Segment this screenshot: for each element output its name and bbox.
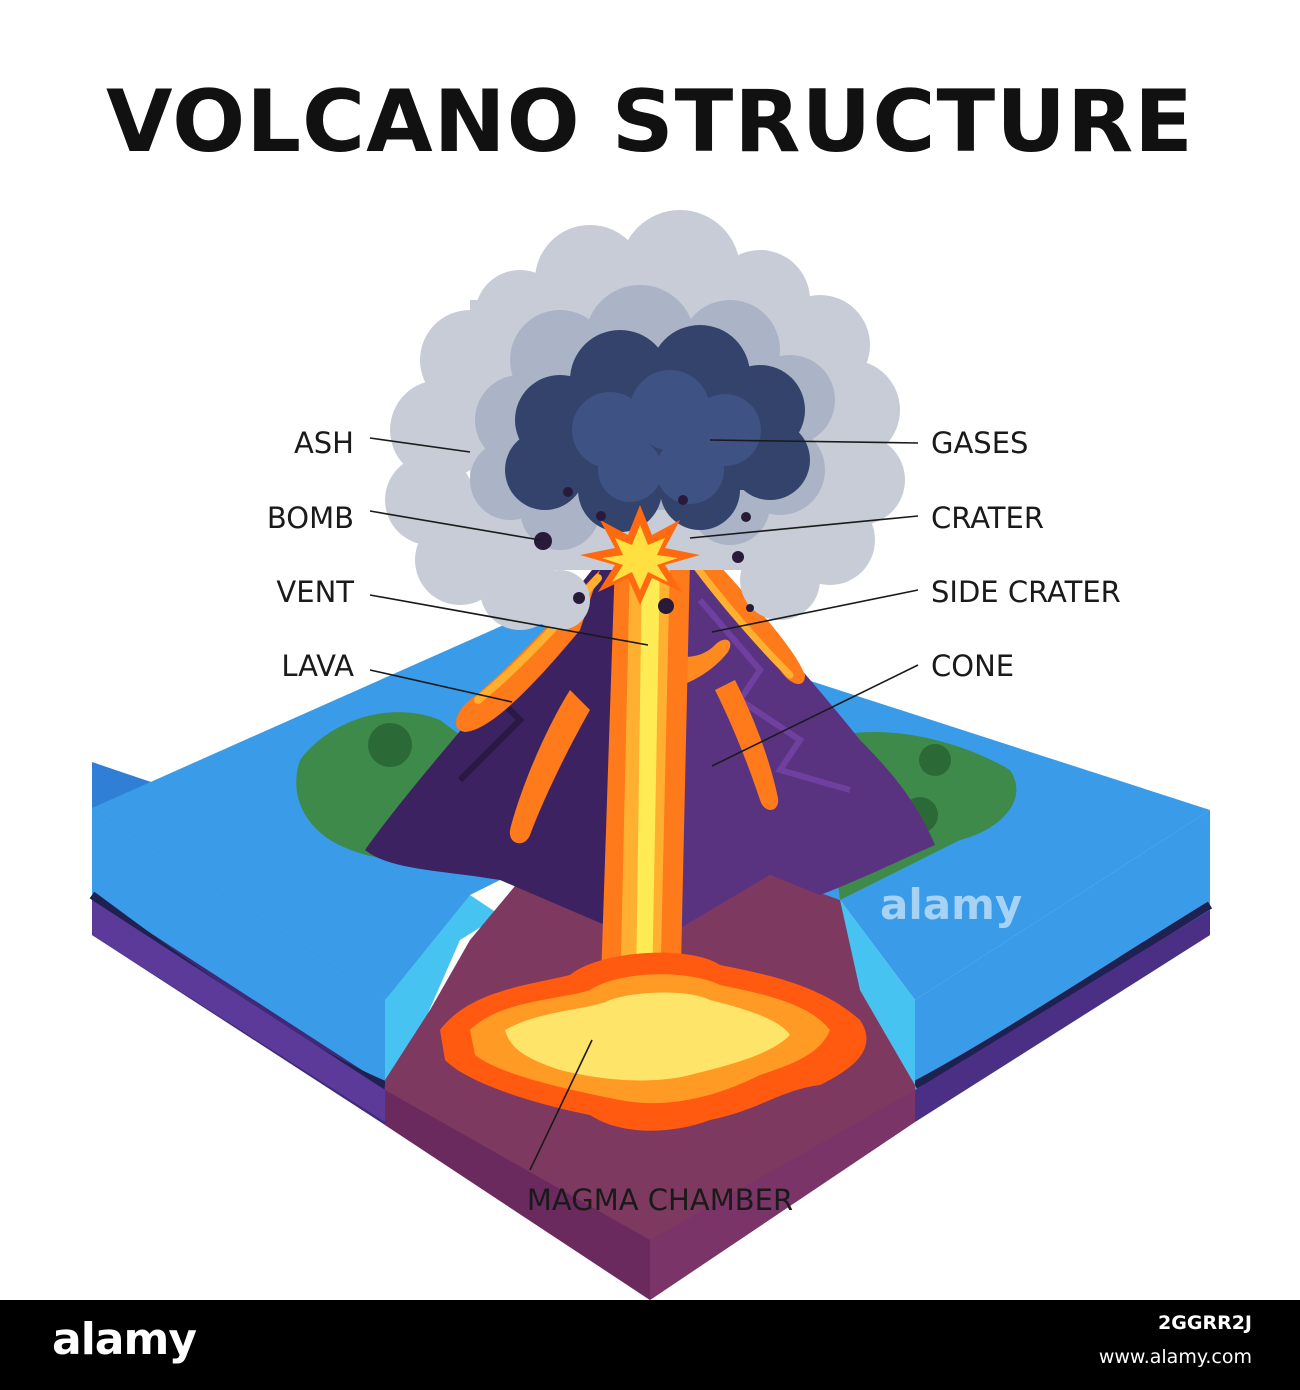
label-side-crater: SIDE CRATER [931, 575, 1121, 609]
label-ash: ASH [294, 426, 354, 460]
label-crater: CRATER [931, 501, 1044, 535]
label-magma-chamber: MAGMA CHAMBER [527, 1183, 793, 1217]
leader-lines [369, 437, 919, 1171]
footer-image-id: 2GGRR2J [1158, 1312, 1252, 1334]
footer-bar: alamy 2GGRR2J www.alamy.com [0, 1300, 1300, 1390]
label-bomb: BOMB [267, 501, 354, 535]
vent-and-magma [440, 560, 867, 1131]
label-cone: CONE [931, 649, 1014, 683]
dark-gas-cloud [505, 325, 810, 532]
left-water-side [92, 808, 385, 1085]
footer-site: www.alamy.com [1098, 1346, 1252, 1368]
label-gases: GASES [931, 426, 1028, 460]
cross-section-right-water [830, 900, 915, 1085]
labels: ASH BOMB VENT LAVA GASES CRATER SIDE CRA… [267, 426, 1121, 1217]
cone-left-flank [365, 560, 640, 940]
lava-flow-right-2 [715, 680, 779, 810]
bomb [534, 532, 552, 550]
lava-flow-right-1 [690, 555, 805, 685]
volcano-cone [365, 560, 935, 940]
label-lava: LAVA [281, 649, 354, 683]
volcanic-bombs [534, 487, 754, 614]
cone-right-flank [660, 560, 935, 940]
crater-burst [580, 505, 700, 605]
label-vent: VENT [276, 575, 354, 609]
lava-flows [455, 555, 805, 844]
page-title: VOLCANO STRUCTURE [106, 72, 1194, 172]
volcano-diagram: ASH BOMB VENT LAVA GASES CRATER SIDE CRA… [89, 210, 1213, 1300]
footer-logo: alamy [52, 1314, 197, 1365]
lava-flow-left-2 [509, 690, 590, 844]
watermark: alamy [880, 880, 1023, 929]
